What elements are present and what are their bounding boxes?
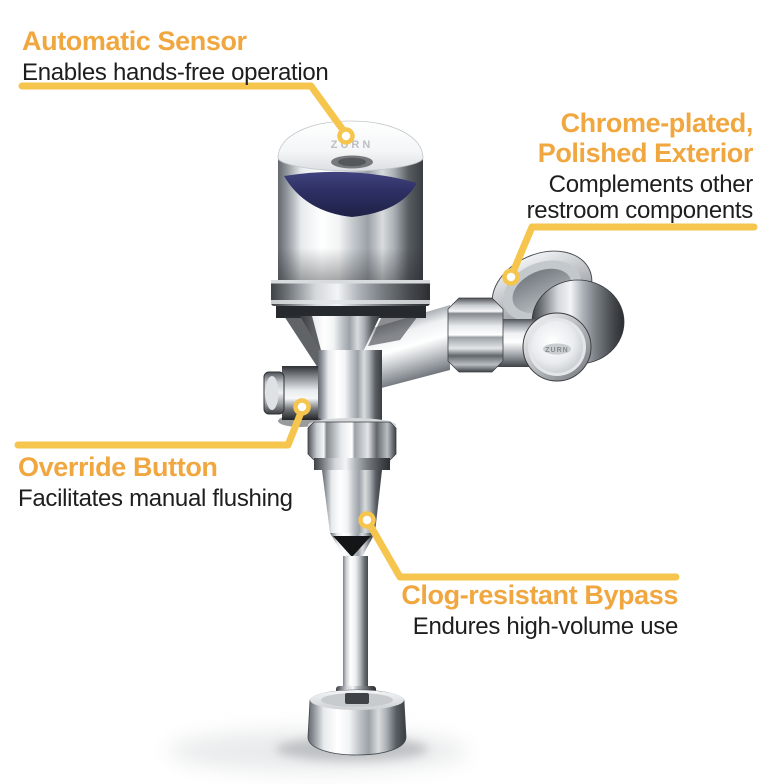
neck-shadow-left [284, 316, 322, 368]
callout-dot-automatic-sensor [337, 127, 355, 145]
callout-desc-line: Complements other [548, 171, 754, 198]
cone-shadow [333, 536, 371, 557]
control-stop-assembly: ZURN [366, 250, 625, 392]
cap-recess [276, 306, 426, 318]
head-bottom-cap [271, 280, 430, 306]
callout-desc-line: restroom components [526, 197, 754, 224]
tailpiece [307, 418, 397, 692]
callout-line-clog-bypass [366, 521, 680, 581]
callout-dot-override-button [293, 398, 311, 416]
base-flange [307, 686, 407, 756]
callout-dot-clog-bypass [358, 511, 376, 529]
callout-override-button: Override Button Facilitates manual flush… [18, 452, 293, 512]
flush-valve-main: ZURN [263, 120, 430, 756]
override-button [263, 366, 322, 427]
callout-title-line: Chrome-plated, [560, 108, 754, 138]
sensor-dome [277, 120, 424, 172]
neck-funnel [300, 316, 380, 354]
valve-cap-brand-text: ZURN [545, 347, 568, 354]
callout-dots [293, 127, 520, 529]
callout-desc-line: Endures high-volume use [412, 613, 679, 640]
callout-line-chrome-exterior [509, 223, 758, 276]
callout-title-line: Override Button [18, 452, 218, 482]
callout-title-line: Clog-resistant Bypass [401, 580, 678, 610]
down-tube [343, 556, 368, 692]
callout-clog-bypass: Clog-resistant Bypass Endures high-volum… [401, 580, 678, 640]
coupling-nut [307, 421, 397, 461]
callout-chrome-exterior: Chrome-plated, Polished Exterior Complem… [526, 108, 754, 224]
callout-line-automatic-sensor [18, 82, 347, 134]
callout-lines [14, 82, 758, 581]
valve-cap: ZURN [522, 312, 592, 382]
callout-title-line: Automatic Sensor [22, 26, 247, 56]
slip-ring [314, 458, 390, 470]
callout-title-line: Polished Exterior [537, 138, 754, 168]
callout-dot-chrome-exterior [502, 268, 520, 286]
neck-shadow-right [368, 316, 418, 346]
callout-automatic-sensor: Automatic Sensor Enables hands-free oper… [22, 26, 329, 86]
sensor-window [284, 171, 417, 217]
callout-desc-line: Facilitates manual flushing [18, 485, 293, 512]
valve-body-tube [318, 350, 382, 430]
sensor-head: ZURN [271, 120, 430, 306]
callout-line-override-button [14, 411, 304, 449]
callout-desc-line: Enables hands-free operation [22, 59, 329, 86]
coupling-hex-nut [447, 297, 504, 373]
